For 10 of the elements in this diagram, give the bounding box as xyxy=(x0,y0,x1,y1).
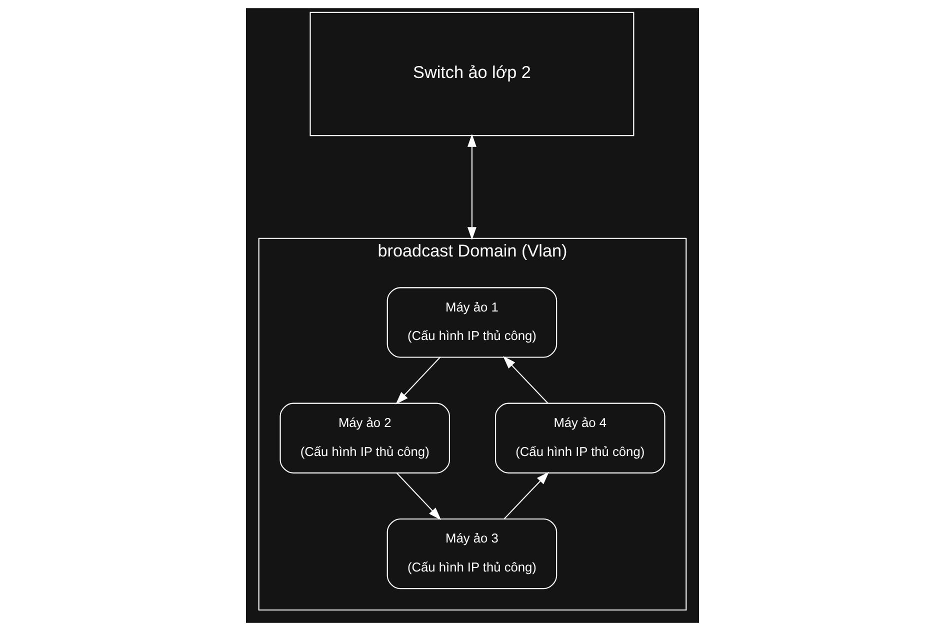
arrow xyxy=(396,472,442,520)
arrow xyxy=(467,134,476,240)
node-box: Máy ảo 4 (Cấu hình IP thủ công) xyxy=(494,402,666,474)
node-box: Máy ảo 3 (Cấu hình IP thủ công) xyxy=(386,518,558,590)
node-box: Máy ảo 1 (Cấu hình IP thủ công) xyxy=(386,287,558,358)
node-box: Switch ảo lớp 2 xyxy=(310,12,634,136)
node-box: Máy ảo 2 (Cấu hình IP thủ công) xyxy=(280,402,450,474)
arrow xyxy=(504,472,550,520)
arrow xyxy=(396,356,441,404)
arrow xyxy=(503,356,548,404)
